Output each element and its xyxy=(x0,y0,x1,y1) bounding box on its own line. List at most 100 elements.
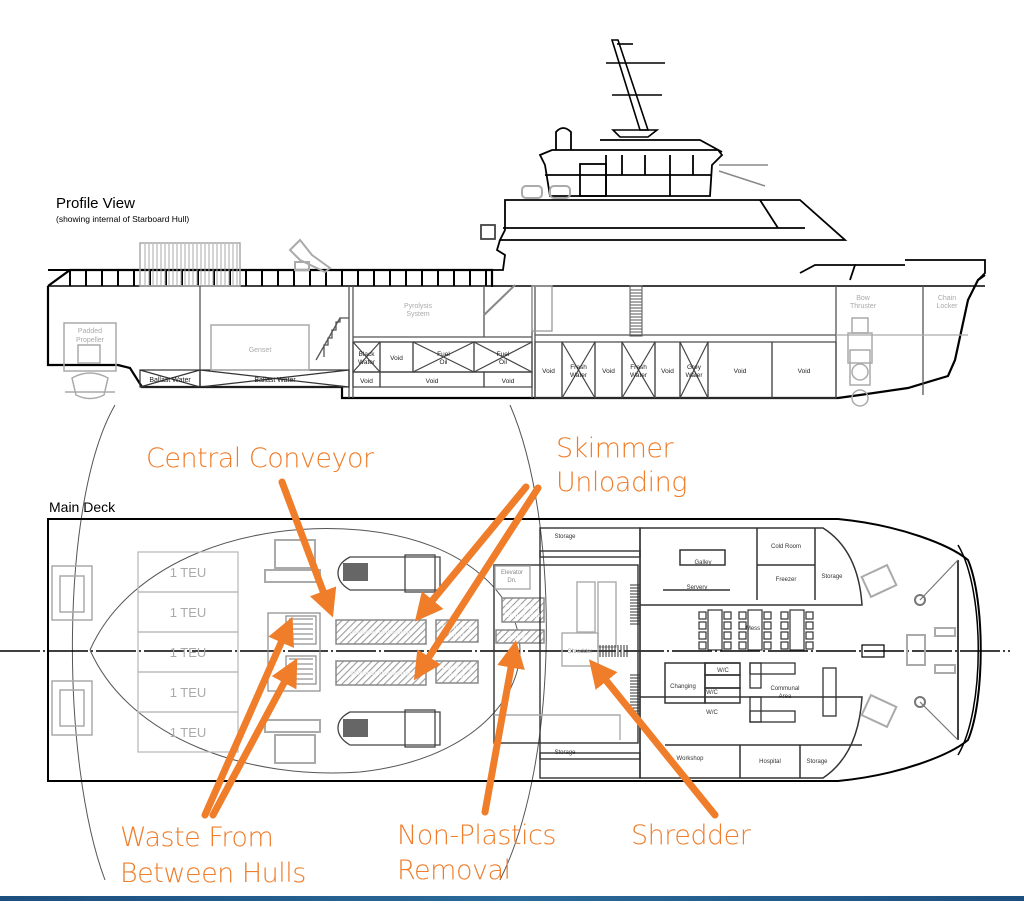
padded-propeller xyxy=(63,322,117,400)
tank-label: Fresh xyxy=(570,364,587,371)
label-ballast-2: Ballast Water xyxy=(254,377,296,384)
nonplastics-zone xyxy=(501,597,545,623)
zone-non-plastics-2: Temp Storage xyxy=(503,613,541,619)
mess-chair xyxy=(780,611,789,620)
tank-cross xyxy=(561,341,596,399)
mess-chair xyxy=(780,621,789,630)
mess-chair xyxy=(723,621,732,630)
tank-label: Black xyxy=(359,351,376,358)
room-storage-bottom: Storage xyxy=(554,750,576,756)
callout-skimmer-line1: Skimmer xyxy=(556,433,674,464)
skimmer-zone xyxy=(335,660,427,686)
tank-label: Water xyxy=(685,372,703,379)
mess-chair xyxy=(738,641,747,650)
zone-marine-2a: Marine Life xyxy=(442,666,472,672)
room-storage-fwd-top: Storage xyxy=(821,574,843,580)
profile-view: BlackWaterVoidFuelOilFuelOilVoidFreshWat… xyxy=(46,39,986,407)
label-locker: Locker xyxy=(936,303,958,310)
mess-chair xyxy=(763,631,772,640)
tank-label: Void xyxy=(542,368,555,375)
room-freezer: Freezer xyxy=(776,577,797,583)
container-profile xyxy=(139,242,241,287)
arrow-shredder xyxy=(588,659,719,819)
mess-table xyxy=(789,609,805,651)
zone-marine-1a: Marine Life xyxy=(442,625,472,631)
ladder xyxy=(630,289,642,336)
callout-waste-line1: Waste From xyxy=(120,822,274,853)
accommodation xyxy=(639,527,863,779)
mess-chair xyxy=(763,611,772,620)
profile-subtitle: (showing internal of Starboard Hull) xyxy=(56,214,189,224)
mess-chair xyxy=(805,631,814,640)
mess-table xyxy=(747,609,763,651)
room-wc-3: W/C xyxy=(706,710,718,716)
mess-table xyxy=(707,609,723,651)
mooring-winches xyxy=(51,565,93,736)
label-thruster: Thruster xyxy=(850,303,877,310)
mast xyxy=(606,39,665,138)
tank-cross xyxy=(412,341,475,373)
tank-label: Void xyxy=(390,355,403,362)
tank-cross xyxy=(679,341,709,399)
mess-chair xyxy=(780,631,789,640)
mess-chair xyxy=(763,621,772,630)
tank-cross xyxy=(621,341,656,399)
zone-non-plastics-1: Non-Plastics xyxy=(505,605,539,611)
zone-skimmer-2: Skimmer Unloading xyxy=(349,670,410,677)
mess-chair xyxy=(738,631,747,640)
tank-label: Water xyxy=(630,372,648,379)
zone-marine-1b: Check xyxy=(448,633,466,639)
mess-tables xyxy=(698,609,814,651)
tank-label: Oil xyxy=(440,359,449,366)
tank-label: Water xyxy=(358,359,376,366)
bulwark-rail xyxy=(48,269,492,286)
mess-chair xyxy=(805,611,814,620)
superstructure xyxy=(480,199,986,287)
tank-label-lower: Void xyxy=(360,378,373,385)
room-galley: Galley xyxy=(694,560,711,566)
label-bow: Bow xyxy=(856,295,871,302)
room-storage-top: Storage xyxy=(554,534,576,540)
callout-waste-line2: Between Hulls xyxy=(120,858,306,889)
mess-chair xyxy=(805,621,814,630)
callout-shredder: Shredder xyxy=(631,820,751,851)
skimmer-zone xyxy=(335,619,427,645)
callout-nonplastics-line2: Removal xyxy=(397,855,511,886)
room-elevator: Elevator xyxy=(501,570,523,576)
label-pyrolysis: Pyrolysis xyxy=(404,303,433,310)
room-storage-fwd-bottom: Storage xyxy=(806,759,828,765)
room-hospital: Hospital xyxy=(759,759,781,765)
tank-label: Fuel xyxy=(437,351,450,358)
label-system: System xyxy=(406,311,430,318)
room-wc-1: W/C xyxy=(717,668,729,674)
skimmer-units xyxy=(264,539,321,764)
hull-plan xyxy=(47,518,982,782)
mess-chair xyxy=(698,641,707,650)
room-communal-2: Area xyxy=(779,694,792,700)
room-workshop: Workshop xyxy=(677,756,705,762)
tank-label: Void xyxy=(602,368,615,375)
mess-chair xyxy=(805,641,814,650)
arrow-central-conveyor xyxy=(278,478,337,618)
mess-chair xyxy=(698,621,707,630)
arrow-skimmer-2 xyxy=(413,484,542,681)
tank-label: Grey xyxy=(687,364,702,371)
mess-chair xyxy=(698,631,707,640)
mess-chair xyxy=(738,621,747,630)
arrow-waste-2 xyxy=(209,658,298,819)
deck-title: Main Deck xyxy=(49,499,116,515)
teu-label: 1 TEU xyxy=(170,725,207,740)
footer-bar xyxy=(0,896,1024,901)
tank-row: BlackWaterVoidFuelOilFuelOilVoidFreshWat… xyxy=(352,341,837,399)
callout-arrows xyxy=(201,478,719,819)
label-propeller: Propeller xyxy=(76,337,105,344)
mess-chair xyxy=(723,641,732,650)
room-cold: Cold Room xyxy=(771,544,801,550)
zone-skimmer-1: Skimmer Unloading xyxy=(349,629,410,636)
arrow-skimmer-1 xyxy=(414,483,530,622)
mess-chair xyxy=(763,641,772,650)
tank-label: Oil xyxy=(499,359,508,366)
